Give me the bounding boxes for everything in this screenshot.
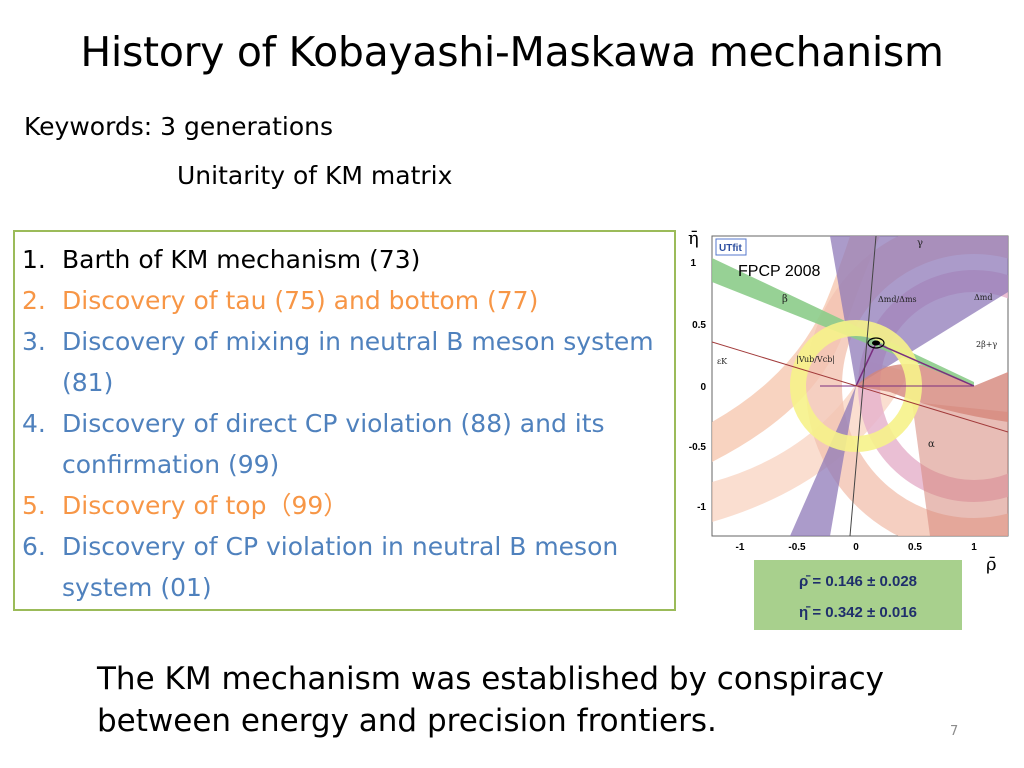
- vertical-axis-line: [849, 236, 877, 536]
- y-tick-label: 0: [700, 382, 706, 393]
- x-tick-label: -0.5: [788, 542, 806, 553]
- list-item-number: 3.: [22, 327, 46, 356]
- best-fit-ellipse: [867, 337, 885, 349]
- list-item: 2. Discovery of tau (75) and bottom (77): [22, 280, 672, 321]
- unitarity-triangle-plot: UTfit FPCP 2008 γ β α εK Δmd/Δms Δmd 2β+…: [688, 228, 1009, 630]
- y-tick-label: -1: [697, 502, 706, 513]
- conclusion-text: The KM mechanism was established by cons…: [97, 661, 885, 739]
- alpha-label: α: [928, 439, 935, 450]
- page-number: 7: [950, 724, 959, 739]
- alpha-band: [856, 364, 1008, 422]
- slide-title: History of Kobayashi-Maskawa mechanism: [80, 28, 944, 76]
- list-item-number: 2.: [22, 286, 46, 315]
- gamma-label: γ: [917, 238, 923, 249]
- result-box: [754, 560, 962, 630]
- list-item: 6. Discovery of CP violation in neutral …: [22, 526, 672, 608]
- gamma-band-lower: [790, 386, 856, 536]
- list-item-text: Discovery of top（99）: [62, 491, 349, 520]
- rho-result: ρ̄ = 0.146 ± 0.028: [799, 573, 917, 590]
- dmd-label: Δmd: [974, 293, 992, 302]
- list-item-text: Discovery of CP violation in neutral B m…: [62, 532, 619, 602]
- x-tick-label: 0.5: [908, 542, 922, 553]
- list-item: 5. Discovery of top（99）: [22, 485, 672, 526]
- utfit-logo-box: [715, 238, 747, 256]
- x-tick-label: 1: [971, 542, 977, 553]
- list-item: 3. Discovery of mixing in neutral B meso…: [22, 321, 672, 403]
- y-tick-label: 1: [690, 258, 696, 269]
- keywords-line-2: Unitarity of KM matrix: [177, 161, 453, 190]
- dmd-dms-label: Δmd/Δms: [878, 295, 917, 304]
- utfit-logo: UTfit: [719, 243, 742, 254]
- beta-label: β: [782, 294, 788, 305]
- triangle-side-left: [855, 342, 877, 387]
- list-item-text: Discovery of tau (75) and bottom (77): [62, 286, 539, 315]
- history-list-box: [13, 230, 676, 611]
- list-item-text: Barth of KM mechanism (73): [62, 245, 421, 274]
- x-axis-label: ρ̄: [986, 554, 997, 575]
- list-item: 1. Barth of KM mechanism (73): [22, 239, 672, 280]
- best-fit-core: [872, 340, 880, 346]
- list-item: 4. Discovery of direct CP violation (88)…: [22, 403, 672, 485]
- list-item-text: Discovery of mixing in neutral B meson s…: [62, 327, 654, 397]
- eta-result: η̄ = 0.342 ± 0.016: [799, 604, 917, 621]
- x-tick-label: -1: [736, 542, 745, 553]
- alpha-band-2: [912, 402, 1008, 536]
- vub-vcb-label: |Vub/Vcb|: [796, 355, 835, 364]
- list-item-text: Discovery of direct CP violation (88) an…: [62, 409, 605, 479]
- history-list: 1. Barth of KM mechanism (73) 2. Discove…: [22, 239, 672, 608]
- y-tick-label: 0.5: [692, 320, 706, 331]
- red-line: [712, 341, 1008, 433]
- list-item-number: 4.: [22, 409, 46, 438]
- triangle-side-right: [875, 342, 975, 387]
- epsilon-k-label: εK: [717, 357, 728, 366]
- y-axis-label: η̄: [688, 228, 699, 249]
- list-item-number: 1.: [22, 245, 46, 274]
- conference-label: FPCP 2008: [738, 263, 821, 280]
- list-item-number: 6.: [22, 532, 46, 561]
- two-beta-gamma-label: 2β+γ: [976, 340, 997, 349]
- y-tick-label: -0.5: [689, 442, 707, 453]
- keywords-line-1: Keywords: 3 generations: [24, 112, 334, 141]
- x-tick-label: 0: [853, 542, 859, 553]
- list-item-number: 5.: [22, 491, 46, 520]
